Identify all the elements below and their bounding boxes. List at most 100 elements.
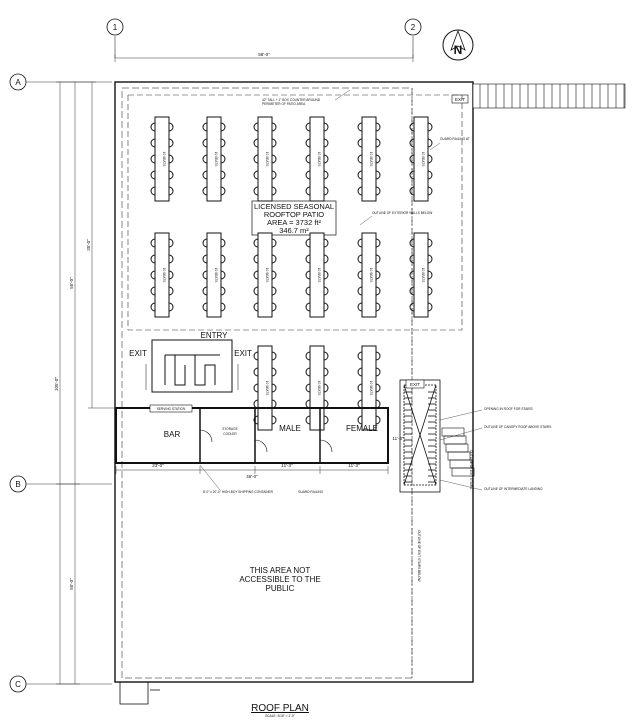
entry-arrows <box>145 364 239 390</box>
exit-stair-label: EXIT <box>410 382 420 387</box>
chair-icon <box>150 254 156 264</box>
chair-icon <box>253 399 259 409</box>
chair-icon <box>253 270 259 280</box>
exit-stair <box>399 379 441 493</box>
chair-icon <box>375 186 381 196</box>
chair-icon <box>375 138 381 148</box>
chair-icon <box>357 399 363 409</box>
chair-icon <box>168 138 174 148</box>
chair-icon <box>271 399 277 409</box>
chair-icon <box>305 399 311 409</box>
chair-icon <box>323 351 329 361</box>
note-container: 8'-0" x 20'-0" HIGH-BOY SHIPPING CONTAIN… <box>203 490 274 494</box>
chair-icon <box>357 238 363 248</box>
north-arrow-icon: N <box>442 29 474 61</box>
banquet-table: 10 SEATS <box>253 345 277 431</box>
chair-icon <box>305 154 311 164</box>
banquet-table: 10 SEATS <box>253 116 277 202</box>
chair-icon <box>271 186 277 196</box>
chair-icon <box>305 351 311 361</box>
banquet-table: 10 SEATS <box>305 345 329 431</box>
chair-icon <box>168 302 174 312</box>
chair-icon <box>271 138 277 148</box>
dim-11a: 11'-3" <box>281 463 293 468</box>
chair-icon <box>357 154 363 164</box>
chair-icon <box>375 154 381 164</box>
chair-icon <box>220 254 226 264</box>
chair-icon <box>271 154 277 164</box>
chair-icon <box>305 286 311 296</box>
chair-icon <box>168 170 174 180</box>
chair-icon <box>271 415 277 425</box>
chair-icon <box>271 367 277 377</box>
chair-icon <box>271 383 277 393</box>
patio-line1: LICENSED SEASONAL <box>254 202 334 211</box>
chair-icon <box>220 302 226 312</box>
dim-11b: 11'-3" <box>348 463 360 468</box>
chair-icon <box>375 122 381 132</box>
chair-icon <box>375 286 381 296</box>
grid-bubble-c: C <box>9 675 27 693</box>
chair-icon <box>323 415 329 425</box>
dim-46: 46'-0" <box>246 474 258 479</box>
chair-icon <box>271 286 277 296</box>
chair-icon <box>409 238 415 248</box>
table-seats-label: 10 SEATS <box>317 152 321 167</box>
chair-icon <box>150 186 156 196</box>
chair-icon <box>323 186 329 196</box>
table-seats-label: 10 SEATS <box>265 381 269 396</box>
chair-icon <box>357 383 363 393</box>
note-guard-top2: PERIMETER OF PATIO AREA <box>262 102 306 106</box>
chair-icon <box>375 270 381 280</box>
chair-icon <box>427 154 433 164</box>
chair-icon <box>253 186 259 196</box>
chair-icon <box>305 238 311 248</box>
chair-icon <box>220 170 226 180</box>
banquet-table: 10 SEATS <box>357 345 381 431</box>
chair-icon <box>150 286 156 296</box>
chair-icon <box>375 238 381 248</box>
north-label: N <box>454 43 463 57</box>
banquet-table: 10 SEATS <box>409 116 433 202</box>
chair-icon <box>271 351 277 361</box>
bottom-box <box>119 681 160 705</box>
banquet-table: 10 SEATS <box>253 232 277 318</box>
chair-icon <box>323 383 329 393</box>
chair-icon <box>409 286 415 296</box>
dim-11c: 11'-3" <box>392 436 404 441</box>
chair-icon <box>271 302 277 312</box>
chair-icon <box>253 383 259 393</box>
chair-icon <box>202 302 208 312</box>
chair-icon <box>202 270 208 280</box>
note-opening: OPENING IN ROOF FOR STAIRS <box>484 407 533 411</box>
chair-icon <box>323 122 329 132</box>
chair-icon <box>271 122 277 132</box>
grid-label-b: B <box>15 480 20 489</box>
female-label: FEMALE <box>346 424 378 433</box>
exit-left-label: EXIT <box>129 349 147 358</box>
chair-icon <box>427 286 433 296</box>
note-exit-stairs: OUTLINE OF EXIT STAIRS <box>469 450 473 489</box>
chair-icon <box>305 383 311 393</box>
chair-icon <box>271 170 277 180</box>
chair-icon <box>150 138 156 148</box>
chair-icon <box>409 122 415 132</box>
top-right-ramp <box>472 83 626 109</box>
chair-icon <box>305 122 311 132</box>
chair-icon <box>375 367 381 377</box>
chair-icon <box>305 302 311 312</box>
chair-icon <box>220 154 226 164</box>
table-seats-label: 10 SEATS <box>162 268 166 283</box>
grid-bubble-2: 2 <box>404 18 422 36</box>
note-guard-top: 42" TALL + 1" BOX COUNTER AROUND <box>262 98 321 102</box>
chair-icon <box>271 254 277 264</box>
chair-icon <box>409 302 415 312</box>
chair-icon <box>202 254 208 264</box>
chair-icon <box>253 238 259 248</box>
chair-icon <box>323 399 329 409</box>
chair-icon <box>150 302 156 312</box>
chair-icon <box>375 351 381 361</box>
not-accessible-line1: THIS AREA NOT <box>250 566 311 575</box>
chair-icon <box>375 302 381 312</box>
banquet-table: 10 SEATS <box>202 232 226 318</box>
